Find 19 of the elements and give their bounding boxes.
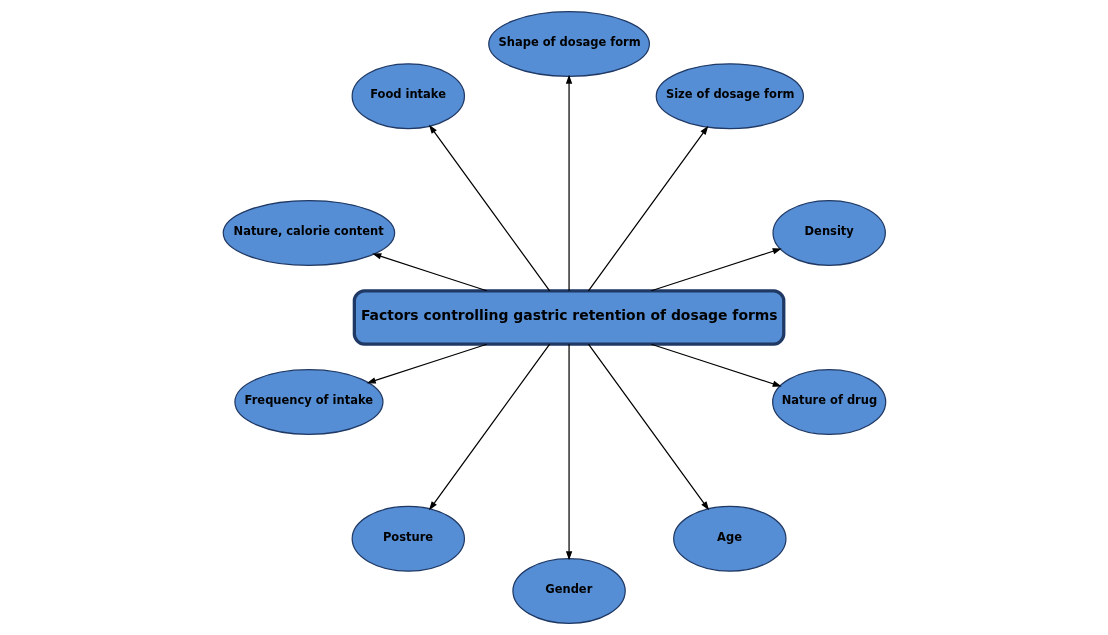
arrow	[428, 124, 550, 292]
arrow	[366, 343, 487, 384]
node-ellipse: Size of dosage form	[655, 63, 804, 130]
arrow	[650, 248, 782, 292]
arrow	[428, 343, 550, 511]
arrow	[587, 125, 708, 292]
arrow	[587, 343, 709, 511]
node-box: Factors controlling gastric retention of dosage forms	[352, 289, 785, 346]
arrow	[650, 343, 782, 387]
arrow	[371, 253, 487, 292]
arrow	[565, 74, 572, 292]
node-ellipse: Age	[672, 505, 787, 572]
node-ellipse: Posture	[351, 505, 465, 572]
node-ellipse: Gender	[511, 558, 626, 624]
node-ellipse: Nature, calorie content	[222, 200, 395, 266]
node-ellipse: Food intake	[351, 63, 465, 130]
node-ellipse: Frequency of intake	[233, 369, 384, 435]
node-ellipse: Shape of dosage form	[487, 11, 650, 77]
arrow	[565, 343, 572, 561]
